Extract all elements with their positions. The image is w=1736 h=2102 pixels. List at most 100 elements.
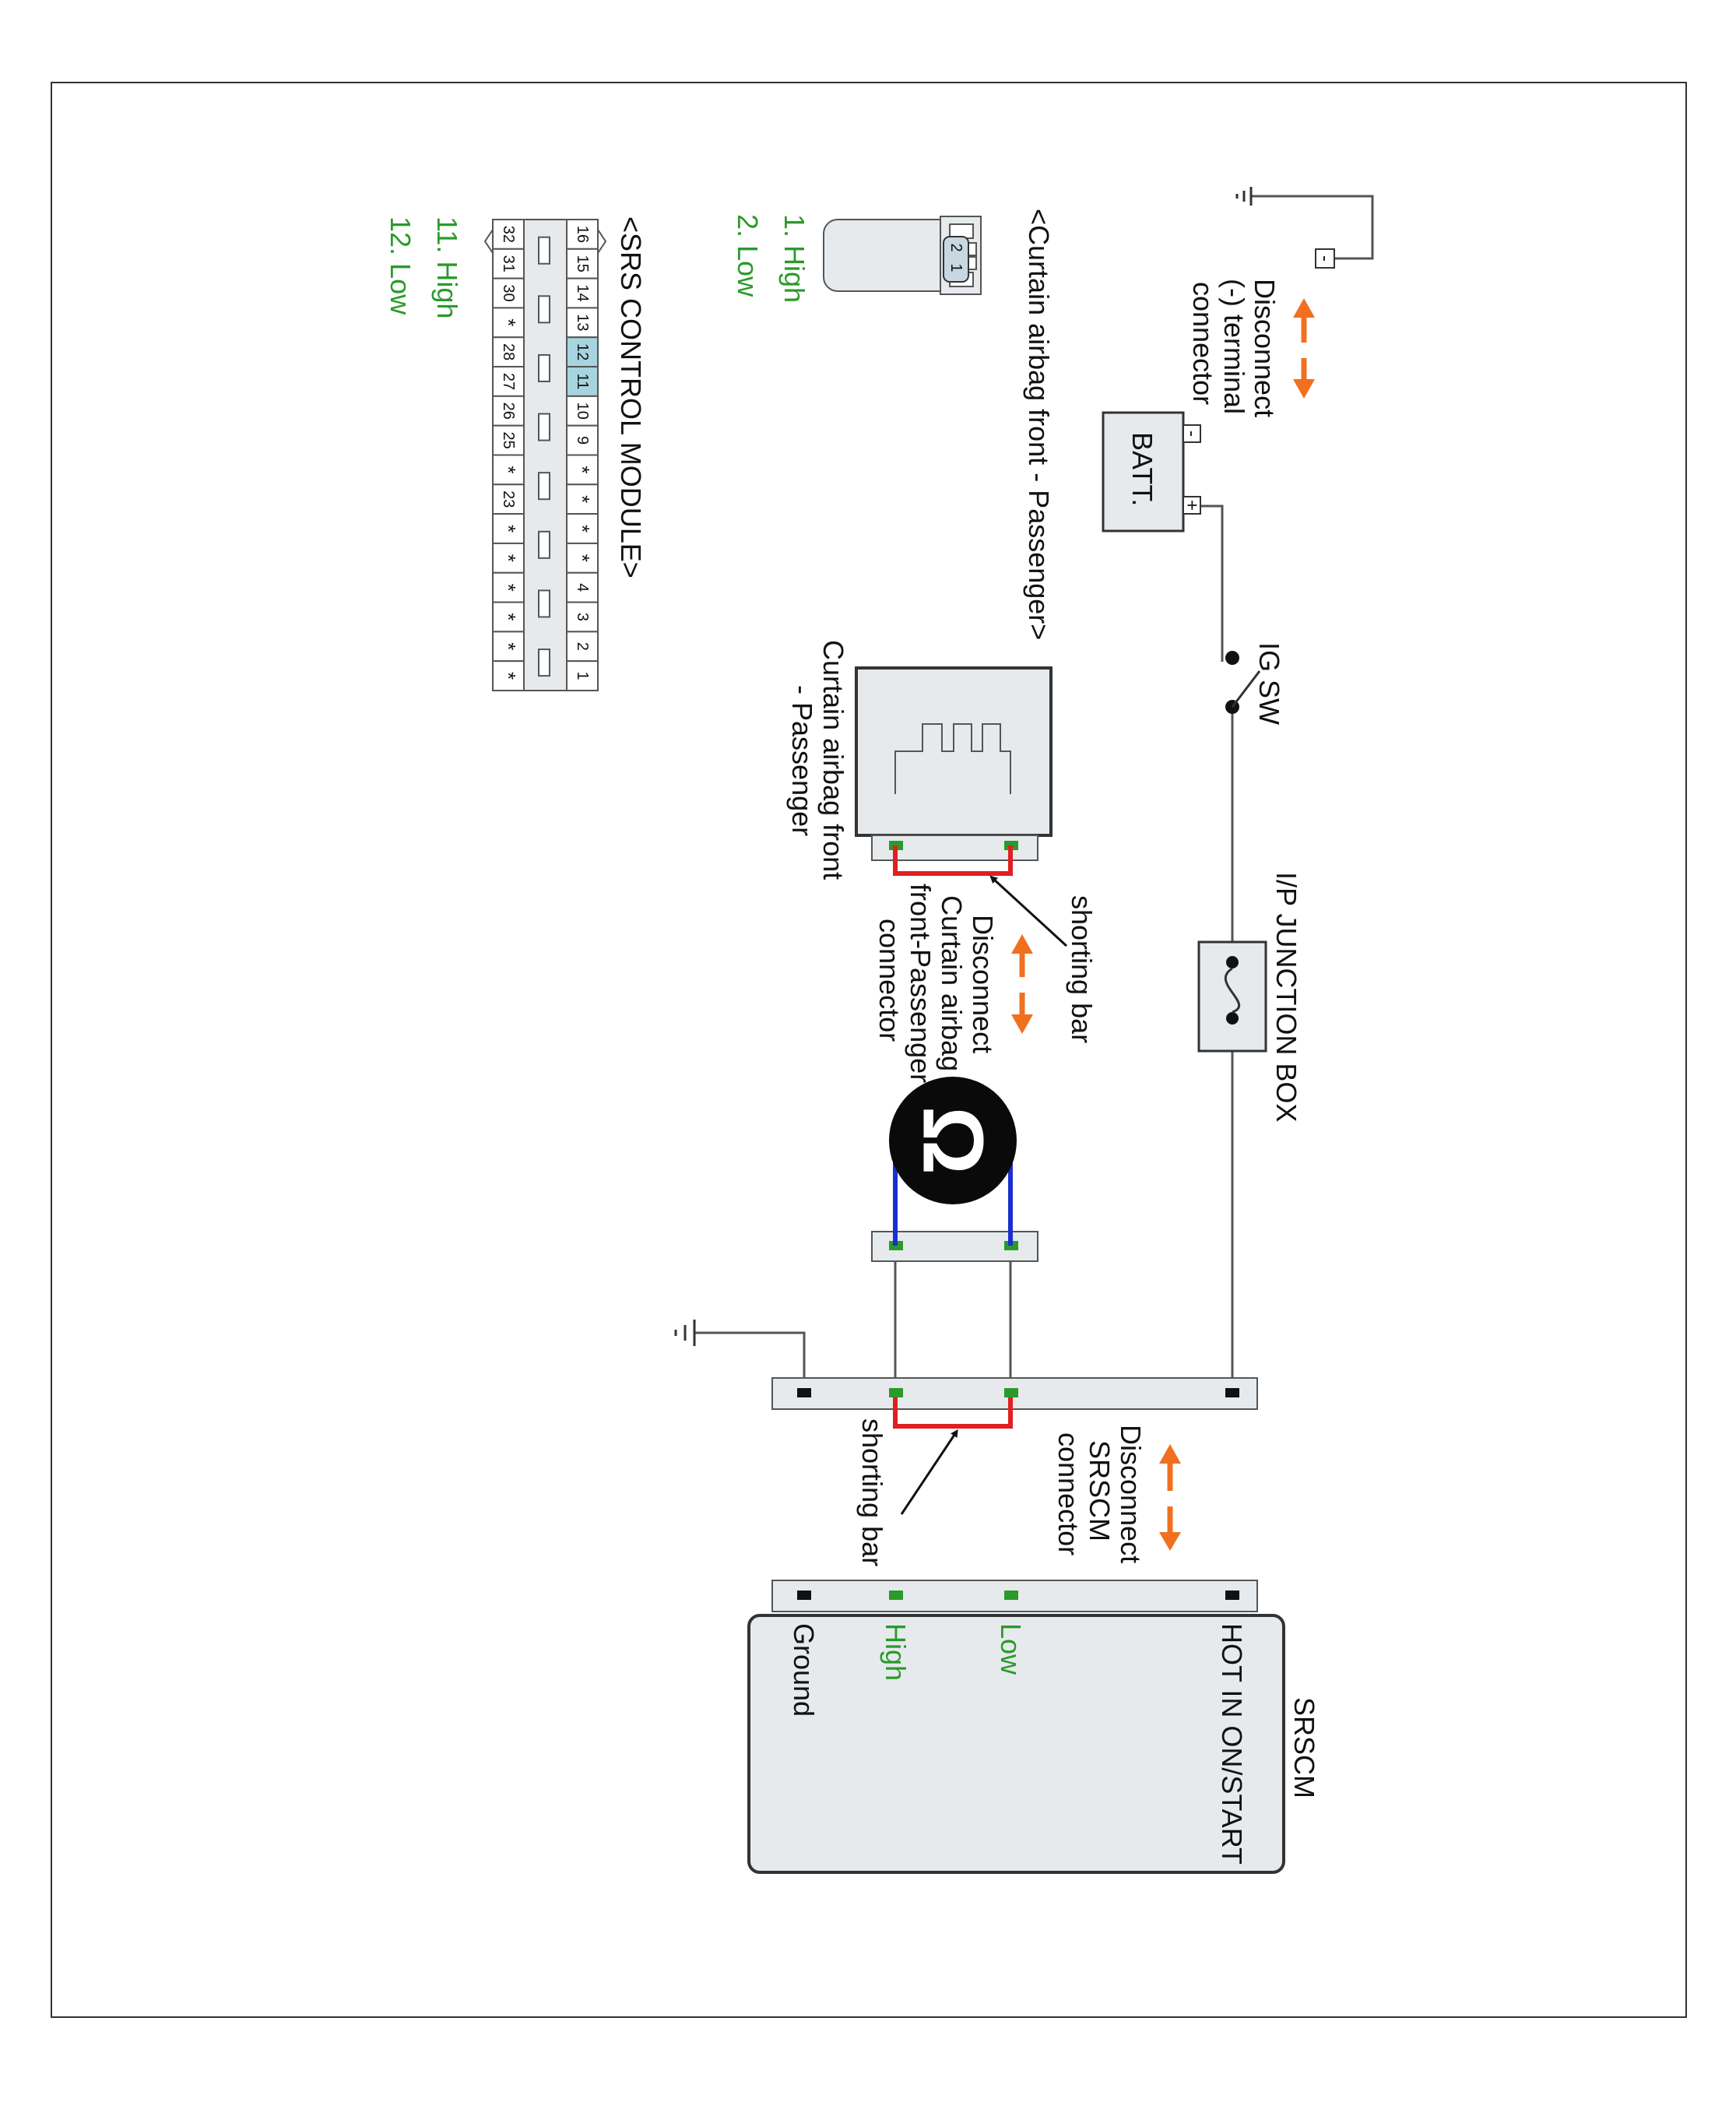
curtain-connector-drawing [823,216,982,295]
srs-latch-slot [538,589,550,618]
srs-pin-number: 11 [574,374,591,390]
srscm-low-label: Low [995,1623,1027,1675]
ip-junction-box [1197,940,1267,1053]
shorting-bar-srscm [893,1397,1013,1429]
srscm-pin-low [1004,1591,1018,1600]
battery-positive-sign: + [1182,500,1203,511]
harness-pin-ground [797,1388,811,1397]
srs-pin-cell [492,336,525,368]
srs-pin-number: 28 [500,343,517,360]
srs-pin-number: 12 [574,343,591,360]
disconnect-curtain-arrows [1011,934,1033,1034]
curtain-pin-2-label: 2. Low [732,214,764,297]
srs-pin-number: * [571,466,594,473]
srs-pin-number: 26 [500,402,517,420]
srs-pin-number: 16 [574,226,591,243]
srs-pin-number: * [571,554,594,562]
srs-pin-number: * [497,554,520,562]
srs-pin-12-label: 12. Low [385,216,416,315]
battery-positive-terminal [1183,496,1201,515]
srs-pin-number: * [497,525,520,533]
srs-latch-slot [538,649,550,677]
srs-pin-cell [566,483,599,515]
battery-negative-terminal [1183,424,1201,443]
srs-module-title: <SRS CONTROL MODULE> [615,216,647,578]
srs-pin-cell [492,424,525,456]
negative-terminal-connector-sign: - [1315,255,1336,262]
srs-pin-number: 15 [574,255,591,272]
curtain-airbag-label-1: Curtain airbag front [817,640,849,880]
srs-pin-number: * [571,525,594,533]
srscm-ground-label: Ground [788,1623,820,1717]
harness-pin-low [1004,1388,1018,1397]
srs-pin-number: 4 [574,583,591,592]
srs-pin-cell [492,660,525,691]
disconnect-curtain-label-3: front-Passenger [905,884,937,1083]
disconnect-terminal-arrows [1293,298,1315,399]
shorting-bar-curtain-pointer [989,875,1068,947]
srs-pin-number: 30 [500,284,517,301]
curtain-pin-1-label: 1. High [778,214,810,303]
srscm-pin-hot [1225,1591,1239,1600]
ohmmeter-symbol: Ω [905,1106,1001,1175]
srs-pin-cell [492,277,525,309]
srscm-high-label: High [880,1623,912,1681]
disconnect-curtain-label-2: Curtain airbag [936,895,968,1071]
fuse-icon [1225,967,1240,1014]
shorting-bar-srscm-pointer [900,1429,958,1515]
srs-pin-cell [492,248,525,279]
srs-pin-cell [492,307,525,339]
disconnect-srscm-label-2: SRSCM [1084,1440,1116,1541]
fuse-terminal-bottom [1226,1012,1239,1025]
srs-pin-cell [566,424,599,456]
srscm-pin-ground [797,1591,811,1600]
srs-pin-cell [492,601,525,633]
airbag-icon [894,723,1011,794]
negative-terminal-connector [1315,248,1335,269]
srs-pin-number: 32 [500,226,517,243]
srs-latch-slot [538,353,550,382]
disconnect-terminal-label-2: (-) terminal [1218,279,1250,414]
srs-pin-11-label: 11. High [431,216,463,318]
srs-pin-cell [566,601,599,633]
srs-pin-number: 9 [574,436,591,445]
harness-pin-high [889,1388,903,1397]
harness-pin-hot [1225,1388,1239,1397]
srs-pin-number: 31 [500,255,517,272]
srs-pin-cell [566,307,599,339]
srs-latch-slot [538,530,550,559]
srs-pin-number: 13 [574,314,591,331]
disconnect-terminal-label-1: Disconnect [1249,279,1281,417]
srs-pin-number: 14 [574,284,591,301]
srs-pin-cell [566,395,599,427]
srscm-box [747,1614,1285,1874]
srs-pin-cell [566,454,599,486]
srs-pin-cell [566,631,599,663]
wires [694,195,1374,1397]
fuse-terminal-top [1226,956,1239,968]
srs-pin-number: * [497,466,520,473]
srs-latch-slot [538,295,550,324]
srs-pin-cell [492,366,525,397]
curtain-connector-title: <Curtain airbag front - Passenger> [1023,209,1055,640]
ig-switch-terminal-top [1225,651,1239,665]
disconnect-curtain-label-4: connector [873,919,905,1042]
srs-pin-number: * [497,584,520,592]
disconnect-srscm-label-3: connector [1052,1432,1084,1555]
srscm-hot-label: HOT IN ON/START [1216,1623,1248,1865]
srscm-pin-high [889,1591,903,1600]
shorting-bar-srscm-label: shorting bar [856,1418,888,1566]
srs-pin-number: 3 [574,613,591,621]
ip-junction-box-label: I/P JUNCTION BOX [1270,872,1302,1122]
battery-negative-sign: - [1182,431,1203,437]
srs-pin-number: * [571,495,594,503]
srs-pin-number: * [497,318,520,326]
srs-pin-number: 25 [500,431,517,448]
ground-symbol-main [674,1320,696,1346]
srs-latches [538,236,550,677]
ohmmeter-icon [889,1077,1017,1204]
ground-symbol-battery [1235,187,1253,206]
ig-switch-blade [1231,670,1261,708]
